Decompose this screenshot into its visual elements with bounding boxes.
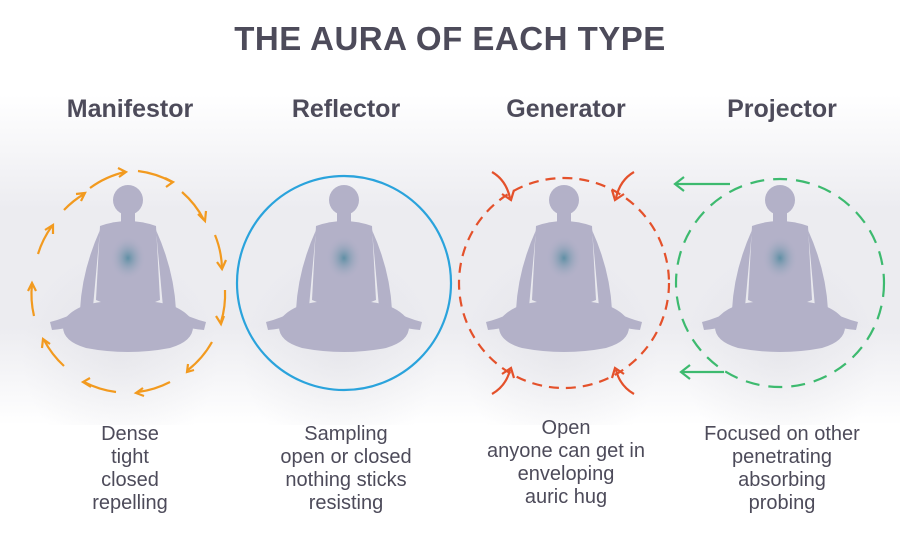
desc-line: penetrating [731, 446, 833, 468]
type-name: Projector [727, 95, 837, 123]
generator-aura-diagram [457, 171, 671, 395]
manifestor-aura-diagram [27, 167, 228, 398]
type-column-reflector: Reflector Sampling open or closed nothin… [235, 95, 456, 535]
desc-line: closed [101, 469, 159, 491]
desc-line: Sampling [304, 423, 388, 445]
type-column-manifestor: Manifestor [20, 95, 240, 535]
desc-line: auric hug [524, 486, 608, 508]
type-description: Focused on other penetrating absorbing p… [672, 423, 892, 515]
type-description: Dense tight closed repelling [20, 423, 240, 515]
type-name: Manifestor [66, 95, 194, 123]
dashed-aura-circle [674, 177, 886, 389]
desc-line: probing [748, 492, 816, 514]
desc-line: resisting [308, 492, 384, 514]
desc-line: Focused on other [704, 423, 860, 445]
desc-line: Open [541, 417, 591, 439]
type-column-generator: Generator Open anyone can get in en [456, 95, 676, 535]
desc-line: anyone can get in [487, 440, 645, 462]
meditating-figure-icon [266, 185, 422, 352]
desc-line: nothing sticks [285, 469, 407, 491]
outward-arrows [27, 167, 228, 398]
desc-line: repelling [92, 492, 168, 514]
projector-aura-diagram [673, 176, 886, 389]
type-name: Generator [506, 95, 626, 123]
inward-arrows [491, 171, 635, 395]
solid-aura-circle [235, 174, 453, 392]
meditating-figure-icon [702, 185, 858, 352]
type-name: Reflector [291, 95, 401, 123]
desc-line: absorbing [738, 469, 826, 491]
meditating-figure-icon [486, 185, 642, 352]
type-description: Open anyone can get in enveloping auric … [456, 417, 676, 509]
dashed-aura-circle [457, 176, 671, 390]
reflector-aura-diagram [235, 174, 453, 392]
desc-line: tight [111, 446, 149, 468]
type-description: Sampling open or closed nothing sticks r… [236, 423, 456, 515]
type-column-projector: Projector Focused on other penetrating a… [672, 95, 892, 535]
focused-arrows [673, 176, 730, 380]
meditating-figure-icon [50, 185, 206, 352]
page-title: THE AURA OF EACH TYPE [234, 20, 666, 57]
desc-line: enveloping [517, 463, 615, 485]
desc-line: open or closed [280, 446, 412, 468]
desc-line: Dense [101, 423, 159, 445]
